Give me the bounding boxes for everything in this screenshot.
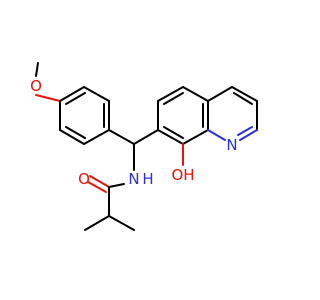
bond-carbonyl-o-outer	[89, 175, 110, 188]
bond-anisyl-inner-1	[65, 92, 86, 105]
bond-quin-b-inner-1	[233, 92, 253, 105]
bond-anisyl-1	[59, 86, 85, 102]
bond-quin-b1	[207, 86, 233, 102]
bond-quin-a6	[157, 129, 184, 145]
molecule-structure-diagram: O O N H OH N	[30, 62, 258, 231]
methoxy-oxygen-label: O	[30, 77, 42, 95]
carbonyl-oxygen-label: O	[78, 170, 90, 188]
bond-quin-b2	[231, 86, 258, 102]
amide-nitrogen-label: N	[128, 170, 139, 188]
amide-hydrogen-label: H	[142, 170, 153, 188]
bond-quin-a-inner-3	[163, 126, 184, 139]
bond-quin-a5	[182, 129, 209, 145]
bond-carbonyl-o-inner	[87, 181, 107, 193]
bond-anisyl-2	[83, 86, 110, 102]
quinoline-nitrogen-label: N	[226, 136, 237, 154]
bond-quin-b4	[239, 129, 258, 141]
bond-methyl-methoxy	[35, 62, 39, 77]
bond-methoxy-o	[35, 94, 61, 102]
bond-quin-b5	[207, 129, 226, 141]
bond-quin-b-inner-2	[237, 126, 253, 136]
bond-quin-a3	[182, 86, 209, 102]
bond-methine-quinoline	[133, 129, 159, 145]
bond-isopropyl-methyl-2	[108, 215, 135, 231]
bond-quin-a2	[157, 86, 184, 102]
bond-anisyl-5	[59, 129, 85, 145]
bond-anisyl-methine	[108, 129, 135, 145]
bond-anisyl-inner-3	[65, 126, 86, 139]
bond-isopropyl-methyl-1	[84, 215, 110, 231]
bond-nitrogen-carbonyl	[108, 183, 125, 188]
hydroxyl-label: OH	[171, 166, 194, 184]
bond-anisyl-4	[83, 129, 110, 145]
bond-quin-a-inner-1	[163, 92, 184, 105]
